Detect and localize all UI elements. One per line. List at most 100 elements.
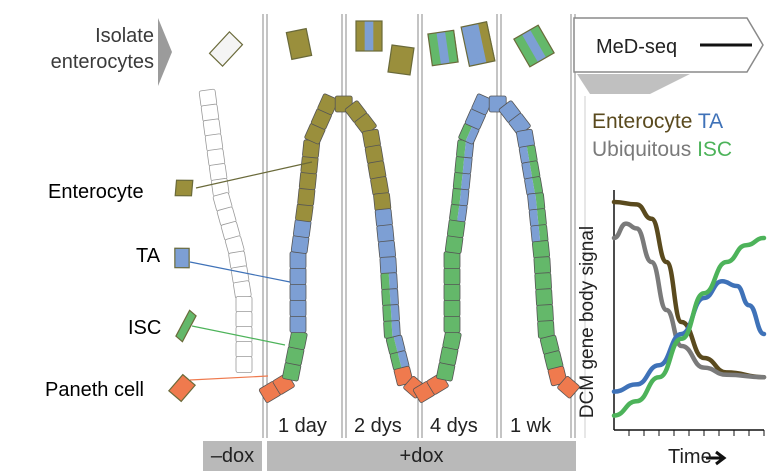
crypt-4-dys-cell-33: [535, 288, 553, 307]
crypt-1-day-cell-34: [382, 304, 400, 323]
top-cell-1-wk-stripe-1: [521, 29, 547, 63]
medseq-label: MeD-seq: [596, 36, 678, 58]
crypt-1-day-cell-30-rect: [377, 240, 397, 260]
series-line-enterocyte: [611, 199, 767, 380]
crypt-1-day-cell-9-rect: [289, 251, 307, 270]
crypt-4-dys-cell-25-a: [529, 160, 541, 179]
key-cell-ta: [174, 247, 190, 269]
crypt-minus-dox-cell-13-rect: [233, 280, 252, 299]
crypt-4-dys-cell-17-b: [465, 125, 480, 145]
crypt-4-dys-cell-24: [518, 144, 538, 165]
crypt-1-day-cell-4-rect: [288, 330, 308, 351]
isolated-cell-row: [158, 17, 764, 438]
top-cell-2-dys-b-body: [387, 44, 415, 76]
series-line-isc: [611, 235, 767, 418]
isolate-arrow: [158, 18, 172, 86]
crypt-1-day-cell-28-rect: [374, 208, 393, 228]
crypt-1-day-cell-33-b: [381, 289, 391, 307]
key-cell-enterocyte-body: [174, 179, 194, 197]
crypt-4-dys-cell-15: [454, 155, 473, 175]
crypt-minus-dox-cell-17-rect: [235, 341, 253, 358]
crypt-4-dys-cell-25-b: [521, 161, 533, 181]
crypt-1-day-cell-5-rect: [289, 315, 307, 334]
crypt-4-dys-cell-7: [443, 283, 461, 302]
crypt-1-day-cell-6: [289, 299, 307, 318]
crypt-1-day-cell-30: [377, 240, 397, 260]
crypt-4-dys-cell-14: [452, 171, 471, 191]
crypt-1-day-cell-32-a: [388, 272, 398, 290]
crypt-4-dys-cell-28: [528, 208, 547, 228]
crypt-4-dys-cell-29-a: [538, 224, 549, 243]
crypt-4-dys-cell-14-b: [461, 172, 471, 190]
legend-ubiquitous: Ubiquitous: [592, 138, 692, 161]
time-arrow-icon: [706, 450, 727, 466]
crypt-4-dys-cell-12: [449, 202, 468, 223]
crypt-4-dys-cell-26-b: [524, 177, 536, 196]
crypt-4-dys-cell-8-rect: [443, 267, 461, 286]
crypt-4-dys-cell-13-b: [459, 188, 470, 206]
top-cell-1-wk-stripe-2: [530, 24, 555, 58]
crypt-4-dys-cell-7-rect: [443, 283, 461, 302]
top-cell-2-dys-a-stripe-0: [356, 21, 366, 51]
crypt-4-dys-cell-5: [443, 315, 461, 334]
crypt-1-day-cell-35: [383, 320, 401, 339]
top-cell-1-day: [285, 27, 313, 61]
crypt-4-dys-cell-8: [443, 267, 461, 286]
crypt-4-dys-cell-9-rect: [443, 251, 461, 270]
top-cell-1-wk-stripe-0: [513, 34, 539, 67]
crypt-4-dys-cell-28-b: [528, 209, 539, 227]
crypt-1-day-cell-15-rect: [300, 155, 319, 175]
cell-type-key: [167, 161, 313, 403]
crypt-4-dys-cell-30: [531, 240, 551, 260]
timepoint-1-day: 1 day: [278, 415, 327, 437]
isolate-label-line1: Isolate: [95, 25, 154, 47]
crypt-4-dys-cell-5-rect: [443, 315, 461, 334]
crypt-1-day-cell-32: [380, 272, 398, 291]
top-cell-2-dys-a-outline: [355, 20, 383, 52]
crypt-4-dys-cell-39-rect: [557, 376, 580, 399]
top-cell-4-dys-a-outline: [427, 29, 459, 67]
panel-dividers: [262, 14, 576, 438]
crypt-1-day-cell-34-b: [382, 304, 392, 323]
crypt-4-dys-cell-25: [521, 160, 541, 181]
label-enterocyte: Enterocyte: [48, 181, 144, 203]
crypt-1-day-cell-15: [300, 155, 319, 175]
crypt-minus-dox-cell-16-rect: [235, 326, 253, 343]
crypt-4-dys-cell-13-a: [451, 187, 462, 206]
crypt-4-dys-cell-31-rect: [533, 256, 552, 275]
crypt-1-day-cell-8-rect: [289, 267, 307, 286]
timepoint-4-dys: 4 dys: [430, 415, 478, 437]
crypt-4-dys-cell-30-rect: [531, 240, 551, 260]
top-cell-2-dys-b: [387, 44, 415, 76]
crypt-4-dys-cell-6-rect: [443, 299, 461, 318]
label-isc: ISC: [128, 317, 162, 339]
crypt-1-day-cell-33: [381, 288, 399, 307]
key-cell-paneth: [167, 373, 197, 403]
legend-ta: TA: [697, 110, 724, 133]
crypt-1-day-cell-35-b: [383, 320, 393, 339]
series-line-ta: [611, 278, 767, 394]
legend-row-1: Enterocyte TA: [592, 110, 723, 134]
crypt-1-day-cell-9: [289, 251, 307, 270]
plot-xlabel: Time: [668, 446, 712, 468]
timepoint-2-dys: 2 dys: [354, 415, 402, 437]
key-cell-isc: [175, 309, 197, 343]
condition-minus-dox: –dox: [203, 441, 262, 471]
crypt-4-dys-cell-17-a: [458, 122, 473, 142]
crypt-4-dys-cell-24-a: [526, 144, 538, 163]
crypt-4-dys-cell-34: [536, 304, 554, 323]
crypt-1-day-cell-6-rect: [289, 299, 307, 318]
top-cell-4-dys-b-stripe-2: [478, 21, 496, 63]
top-cell-4-dys-b: [460, 21, 496, 67]
legend-enterocyte: Enterocyte: [592, 110, 693, 133]
timepoint-1-wk: 1 wk: [510, 415, 552, 437]
crypt-4-dys-cell-14-a: [453, 171, 463, 190]
key-cell-paneth-body: [167, 373, 197, 403]
crypt-1-day-cell-7-rect: [289, 283, 307, 302]
top-cell-1-day-body: [285, 27, 313, 61]
medseq-funnel: [577, 74, 690, 94]
crypt-1-day-cell-35-a: [391, 320, 401, 338]
crypt-cell-chains: [198, 88, 580, 403]
methylation-plot: [611, 190, 767, 466]
key-cell-ta-body: [174, 247, 190, 269]
